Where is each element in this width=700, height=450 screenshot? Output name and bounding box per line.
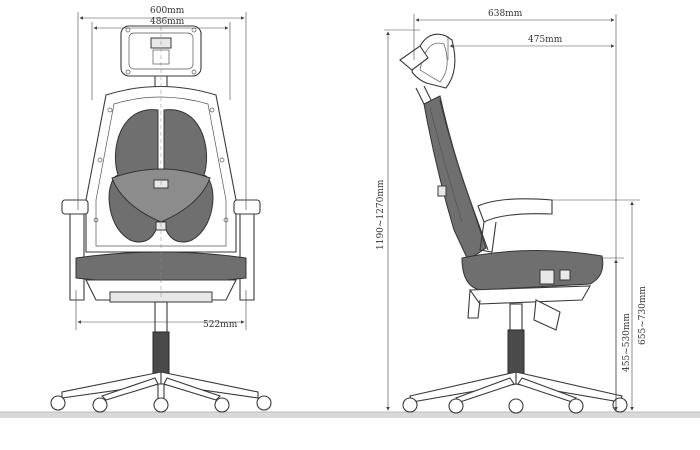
front-armrests: [61, 199, 261, 301]
front-dimensions: [75, 12, 247, 330]
side-gas-lift: [507, 303, 525, 377]
side-seat: [461, 250, 604, 331]
side-star-base: [402, 371, 628, 414]
dim-seat-width: 522mm: [203, 320, 238, 330]
side-headrest: [399, 33, 456, 109]
front-gas-lift: [152, 301, 170, 381]
dim-overall-depth: 638mm: [488, 9, 523, 19]
dim-seat-height: 455~530mm: [622, 313, 632, 372]
side-dimensions: [384, 14, 640, 411]
dim-total-height: 1190~1270mm: [376, 179, 386, 250]
side-view-chair: [399, 33, 628, 414]
dim-armrest-height: 655~730mm: [638, 286, 648, 345]
front-view-chair: [50, 20, 272, 413]
side-armrest: [477, 198, 553, 253]
dim-headrest-width: 486mm: [150, 17, 185, 27]
dim-overall-width: 600mm: [150, 6, 185, 16]
dim-headrest-depth: 475mm: [528, 35, 563, 45]
side-backrest: [423, 95, 489, 261]
floor-line: [0, 411, 700, 418]
front-star-base: [50, 371, 272, 413]
